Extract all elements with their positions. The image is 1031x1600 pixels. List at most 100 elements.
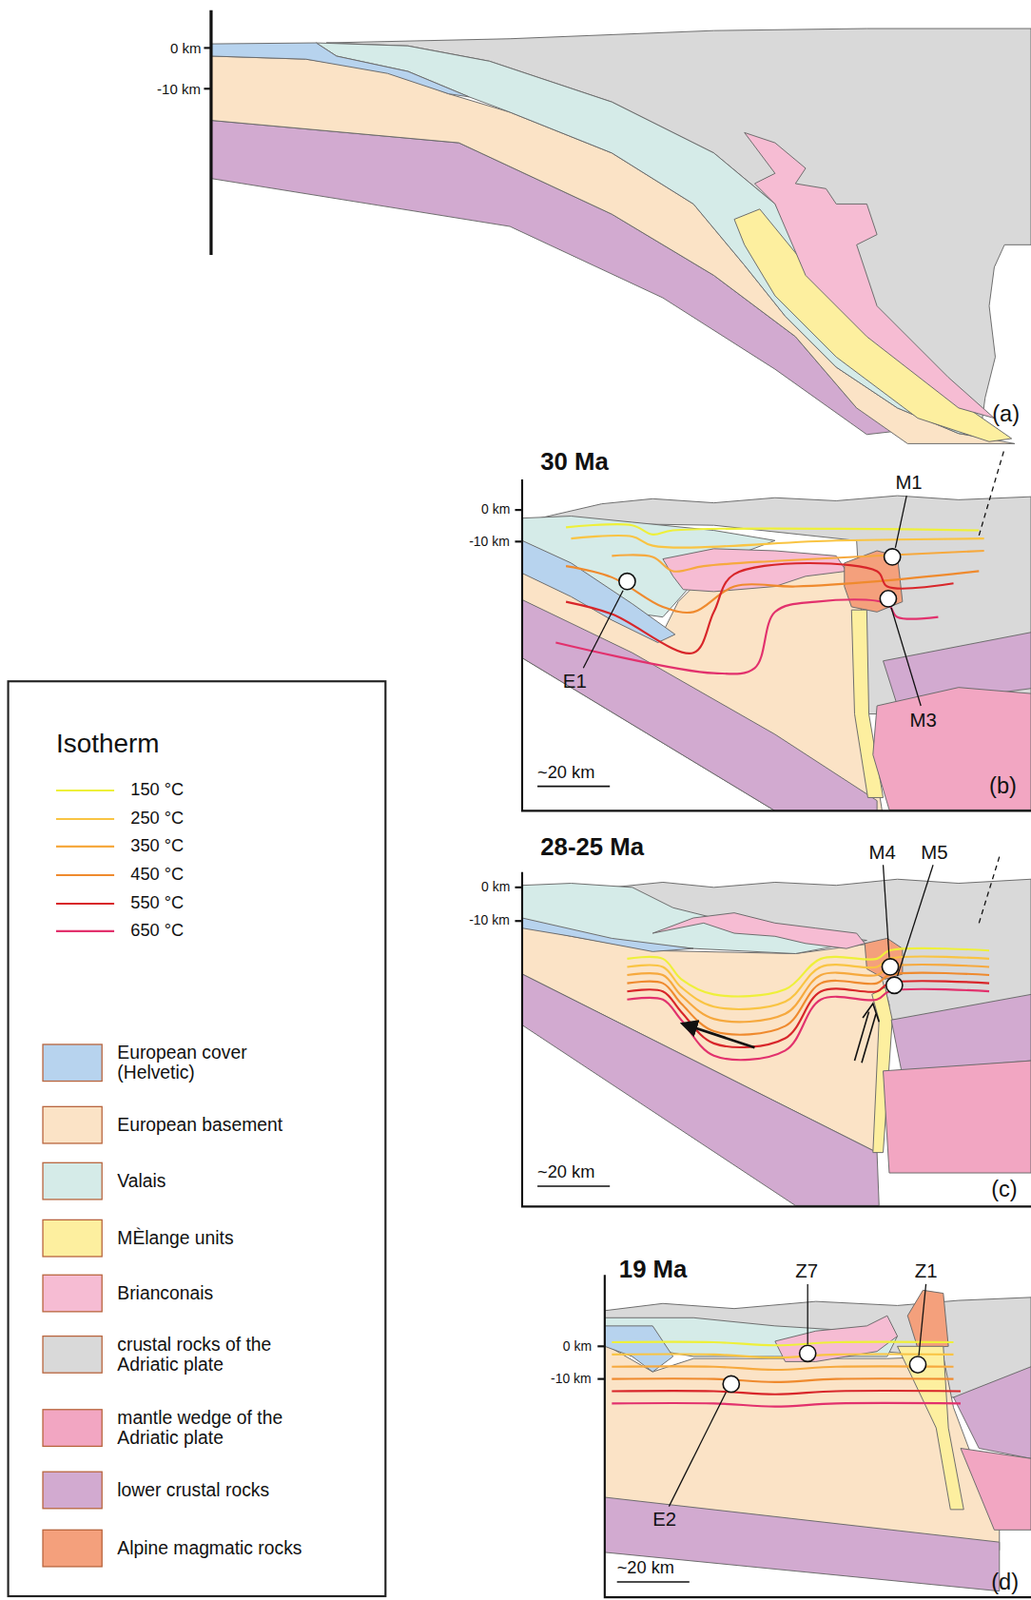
scale-bar <box>537 785 610 788</box>
isotherm-sample <box>56 817 115 820</box>
rock-unit <box>652 913 865 950</box>
sample-point <box>886 976 903 993</box>
sample-point <box>884 548 901 565</box>
isotherm-line <box>611 1342 954 1346</box>
isotherm-line <box>611 1378 954 1382</box>
leader-line <box>897 864 934 976</box>
panel-letter: (d) <box>991 1568 1019 1595</box>
axis-tick <box>514 508 523 511</box>
axis-tick <box>203 46 212 49</box>
axis-tick <box>514 919 523 922</box>
leader-line <box>891 607 921 706</box>
sample-name: M3 <box>909 709 936 732</box>
leader-line <box>668 1392 726 1507</box>
legend-swatch <box>42 1044 102 1082</box>
depth-tick-label: -10 km <box>550 1371 592 1387</box>
legend-heading: Isotherm <box>56 729 159 760</box>
isotherm-sample <box>56 930 115 933</box>
isotherm-line <box>565 565 979 613</box>
isotherm-line <box>565 563 954 654</box>
panel-age: 19 Ma <box>619 1255 688 1284</box>
sample-point <box>909 1356 926 1373</box>
panel-letter: (c) <box>991 1175 1018 1202</box>
sample-point <box>619 573 636 590</box>
sample-point <box>879 590 896 607</box>
panel-c <box>514 856 1031 1207</box>
panel-d <box>597 1274 1031 1597</box>
uplift-arrow-head <box>862 1003 879 1022</box>
rock-unit <box>522 973 879 1206</box>
legend-label: 150 °C <box>130 779 184 800</box>
legend-swatch <box>42 1336 102 1374</box>
rock-unit <box>522 883 867 954</box>
depth-tick-label: 0 km <box>481 502 510 518</box>
legend-label: 450 °C <box>130 864 184 885</box>
legend-swatch <box>42 1274 102 1312</box>
fault-trace <box>978 856 999 924</box>
legend-swatch <box>42 1162 102 1200</box>
legend-label: Valais <box>116 1169 166 1191</box>
rock-unit <box>211 42 469 98</box>
isotherm-line <box>565 524 979 535</box>
panel-frame <box>604 1274 1031 1597</box>
legend-label: crustal rocks of the Adriatic plate <box>116 1333 321 1376</box>
rock-unit <box>604 1325 674 1372</box>
axis-tick <box>514 886 523 889</box>
legend-label: MÈlange units <box>116 1226 234 1248</box>
depth-tick-label: -10 km <box>156 80 201 98</box>
panel-frame <box>522 479 1031 811</box>
legend-label: 650 °C <box>130 920 184 941</box>
fault-trace <box>978 448 1005 536</box>
isotherm-sample <box>56 789 115 792</box>
panel-a <box>203 10 1031 445</box>
isotherm-line <box>626 989 990 1060</box>
depth-tick-label: -10 km <box>468 533 510 549</box>
sample-point <box>722 1375 740 1392</box>
legend-swatch <box>42 1471 102 1509</box>
legend-frame <box>8 680 387 1596</box>
legend-label: 350 °C <box>130 836 184 856</box>
panel-letter: (b) <box>989 772 1017 798</box>
depth-tick-label: 0 km <box>170 39 202 57</box>
leader-line <box>894 495 907 548</box>
panel-age: 30 Ma <box>540 447 609 477</box>
legend-label: European cover (Helvetic) <box>116 1041 271 1084</box>
isotherm-line <box>570 535 984 548</box>
rock-unit <box>897 1345 965 1510</box>
legend-box <box>8 680 387 1596</box>
rock-unit <box>891 993 1031 1070</box>
legend-swatch <box>42 1106 102 1144</box>
axis-tick <box>597 1344 605 1347</box>
scale-label: ~20 km <box>537 762 595 783</box>
legend-label: 550 °C <box>130 893 184 914</box>
legend-swatch <box>42 1529 102 1567</box>
panel-frame <box>522 872 1031 1207</box>
leader-line <box>583 590 623 668</box>
uplift-arrow <box>861 1013 876 1063</box>
legend-label: Brianconais <box>116 1282 214 1304</box>
motion-arrow <box>682 1023 755 1048</box>
scale-label: ~20 km <box>537 1162 595 1183</box>
legend-swatch <box>42 1409 102 1447</box>
axis-tick <box>597 1378 605 1381</box>
rock-unit <box>953 1366 1031 1459</box>
isotherm-line <box>611 1354 954 1359</box>
sample-name: M5 <box>920 841 948 864</box>
rock-unit <box>873 687 1031 811</box>
rock-unit <box>907 1289 949 1348</box>
scale-bar <box>537 1185 610 1187</box>
depth-axis <box>209 10 213 255</box>
uplift-arrow <box>855 1011 870 1061</box>
legend-label: 250 °C <box>130 808 184 829</box>
legend-swatch <box>42 1219 102 1257</box>
sample-point <box>799 1344 817 1362</box>
isotherm-line <box>611 550 984 572</box>
axis-tick <box>514 540 523 543</box>
sample-name: M4 <box>869 841 896 864</box>
legend-label: European basement <box>116 1113 283 1135</box>
sample-name: E1 <box>563 669 587 692</box>
leader-line <box>918 1283 927 1356</box>
sample-name: Z7 <box>795 1260 818 1283</box>
panel-letter: (a) <box>992 400 1020 427</box>
